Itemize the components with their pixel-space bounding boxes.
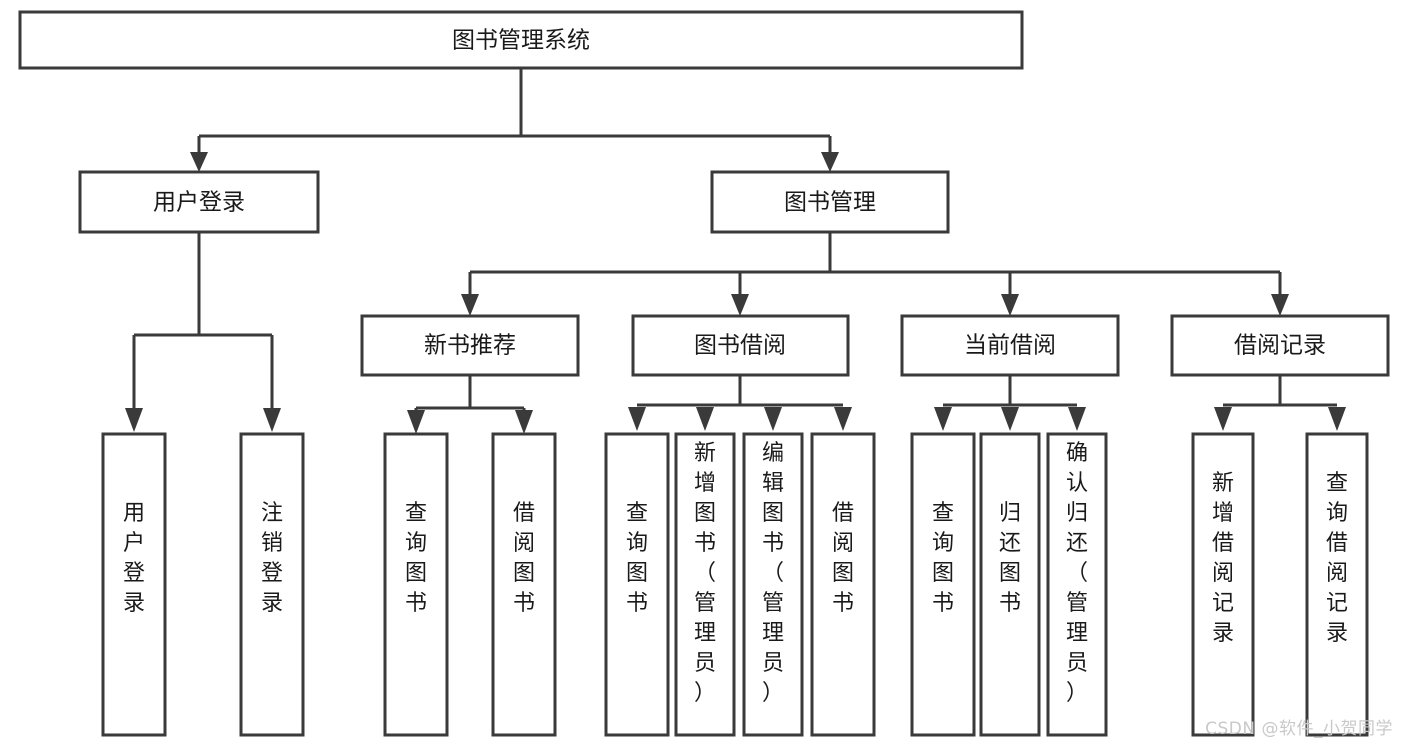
node-leaf-borrow-book-2-box[interactable]	[810, 432, 876, 737]
node-borrow-record-label: 借阅记录	[1234, 333, 1326, 359]
node-book-manage[interactable]: 图书管理	[710, 170, 950, 234]
node-current-borrow-box[interactable]	[900, 314, 1120, 377]
node-current-borrow[interactable]: 当前借阅	[900, 314, 1120, 377]
node-leaf-user-login[interactable]: 用户登录	[101, 432, 167, 737]
arrowhead-query-book-3	[934, 407, 952, 431]
arrowhead-leaf-user-logout	[263, 408, 281, 432]
node-leaf-query-book-1-label: 查询图书	[405, 501, 427, 616]
node-book-borrow-label: 图书借阅	[694, 333, 786, 359]
arrowhead-book-manage	[821, 152, 839, 172]
node-leaf-edit-book-box[interactable]	[742, 432, 804, 737]
arrowhead-return-book	[1001, 407, 1019, 431]
node-root-label: 图书管理系统	[452, 28, 590, 54]
node-new-book-rec[interactable]: 新书推荐	[360, 314, 580, 377]
node-leaf-borrow-book-1[interactable]: 借阅图书	[491, 432, 557, 737]
node-leaf-add-record[interactable]: 新增借阅记录	[1191, 432, 1255, 737]
node-book-borrow[interactable]: 图书借阅	[631, 314, 850, 377]
arrowhead-user-login	[190, 152, 208, 172]
node-leaf-query-book-3[interactable]: 查询图书	[910, 432, 976, 737]
node-leaf-confirm-return-box[interactable]	[1046, 432, 1108, 737]
node-leaf-return-book-label: 归还图书	[999, 501, 1021, 616]
node-leaf-add-book-box[interactable]	[674, 432, 736, 737]
node-root[interactable]: 图书管理系统	[18, 10, 1024, 70]
node-leaf-query-record-box[interactable]	[1305, 432, 1369, 737]
node-leaf-add-record-box[interactable]	[1191, 432, 1255, 737]
node-new-book-rec-label: 新书推荐	[424, 333, 516, 359]
node-borrow-record-box[interactable]	[1170, 314, 1390, 377]
node-leaf-add-record-label: 新增借阅记录	[1212, 471, 1234, 646]
node-leaf-query-book-1[interactable]: 查询图书	[383, 432, 449, 737]
node-root-box[interactable]	[18, 10, 1024, 70]
node-leaf-query-record-label: 查询借阅记录	[1326, 471, 1348, 646]
arrowhead-leaf-user-login	[125, 408, 143, 432]
node-leaf-add-book-label: 新增图书（管理员）	[694, 441, 716, 706]
arrowhead-edit-book	[764, 407, 782, 431]
node-leaf-query-book-2-box[interactable]	[604, 432, 670, 737]
arrowhead-add-book	[696, 407, 714, 431]
node-new-book-rec-box[interactable]	[360, 314, 580, 377]
arrowhead-current-borrow	[1001, 294, 1019, 316]
node-leaf-user-logout[interactable]: 注销登录	[239, 432, 305, 737]
node-leaf-return-book[interactable]: 归还图书	[979, 432, 1041, 737]
arrowhead-query-book-1	[407, 410, 425, 434]
node-user-login[interactable]: 用户登录	[78, 170, 320, 234]
node-leaf-confirm-return[interactable]: 确认归还（管理员）	[1046, 432, 1108, 737]
node-current-borrow-label: 当前借阅	[964, 333, 1056, 359]
node-leaf-confirm-return-label: 确认归还（管理员）	[1066, 441, 1088, 706]
node-leaf-user-logout-label: 注销登录	[261, 501, 283, 616]
arrowhead-borrow-book-1	[515, 410, 533, 434]
node-leaf-edit-book[interactable]: 编辑图书（管理员）	[742, 432, 804, 737]
node-user-login-box[interactable]	[78, 170, 320, 234]
arrowhead-query-record	[1328, 407, 1346, 431]
node-leaf-user-logout-box[interactable]	[239, 432, 305, 737]
node-leaf-add-book[interactable]: 新增图书（管理员）	[674, 432, 736, 737]
node-leaf-borrow-book-1-label: 借阅图书	[513, 501, 535, 616]
node-user-login-label: 用户登录	[153, 190, 245, 216]
node-leaf-borrow-book-1-box[interactable]	[491, 432, 557, 737]
node-leaf-user-login-box[interactable]	[101, 432, 167, 737]
arrowhead-confirm-return	[1068, 407, 1086, 431]
arrowhead-book-borrow	[731, 294, 749, 316]
arrowhead-query-book-2	[628, 407, 646, 431]
node-leaf-query-book-3-box[interactable]	[910, 432, 976, 737]
node-leaf-return-book-box[interactable]	[979, 432, 1041, 737]
node-leaf-query-book-3-label: 查询图书	[932, 501, 954, 616]
node-leaf-borrow-book-2[interactable]: 借阅图书	[810, 432, 876, 737]
node-leaf-borrow-book-2-label: 借阅图书	[832, 501, 854, 616]
node-leaf-query-book-2[interactable]: 查询图书	[604, 432, 670, 737]
arrowhead-add-record	[1214, 407, 1232, 431]
arrowhead-borrow-record	[1271, 294, 1289, 316]
connector-group	[125, 68, 1346, 434]
node-book-manage-label: 图书管理	[784, 190, 876, 216]
arrowhead-borrow-book-2	[834, 407, 852, 431]
arrowhead-new-book-rec	[461, 294, 479, 316]
node-leaf-query-record[interactable]: 查询借阅记录	[1305, 432, 1369, 737]
node-leaf-query-book-1-box[interactable]	[383, 432, 449, 737]
node-leaf-query-book-2-label: 查询图书	[626, 501, 648, 616]
node-leaf-user-login-label: 用户登录	[123, 501, 145, 616]
node-book-borrow-box[interactable]	[631, 314, 850, 377]
node-leaf-edit-book-label: 编辑图书（管理员）	[762, 441, 784, 706]
node-book-manage-box[interactable]	[710, 170, 950, 234]
node-borrow-record[interactable]: 借阅记录	[1170, 314, 1390, 377]
